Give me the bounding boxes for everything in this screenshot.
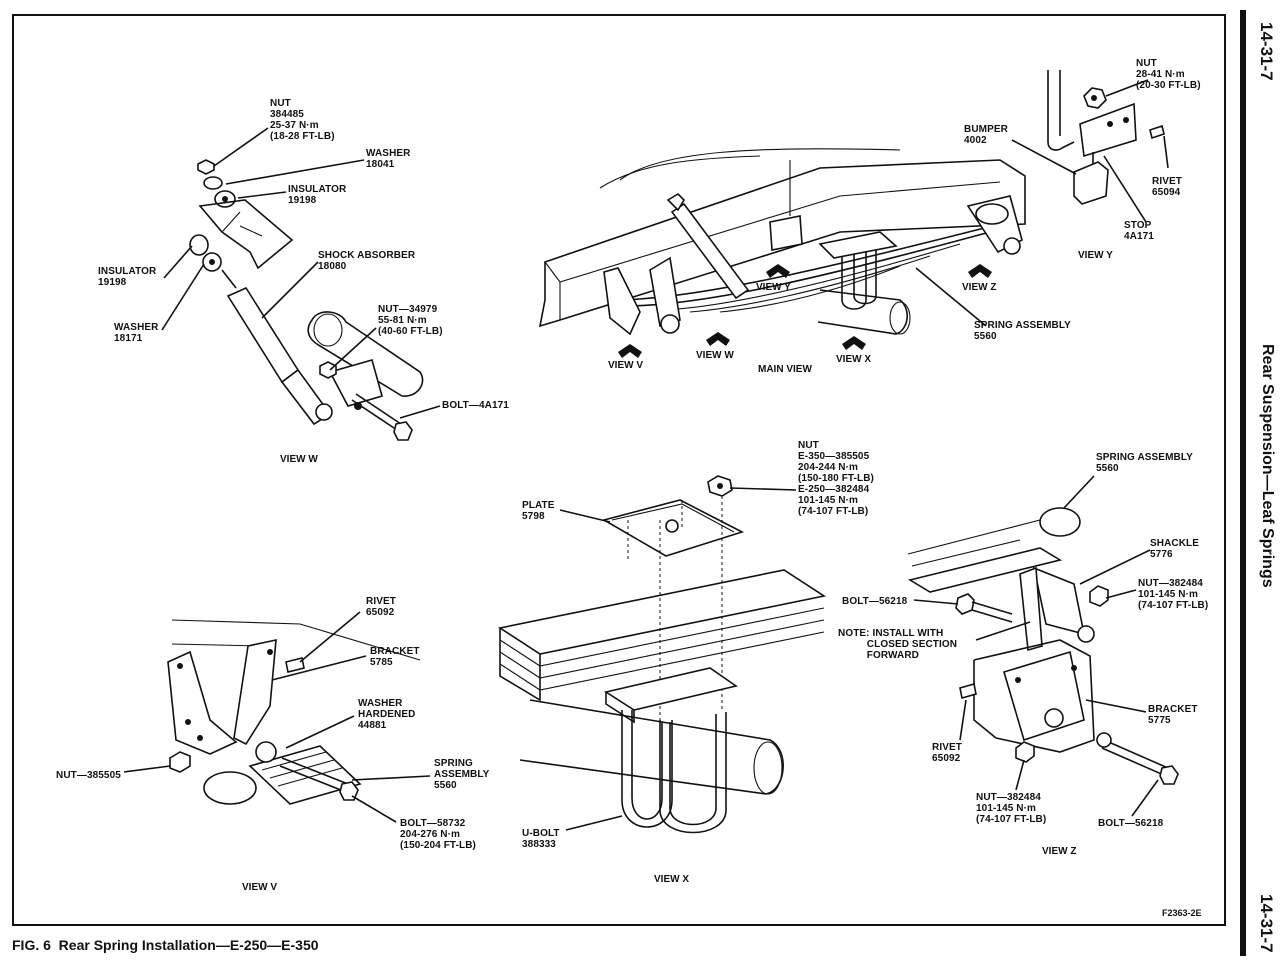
figure-frame: [12, 14, 1226, 926]
view-z-illustration: [907, 507, 1179, 785]
view-z-note-label: NOTE: INSTALL WITH CLOSED SECTION FORWAR…: [838, 628, 958, 661]
view-z-bracket-label: BRACKET 5775: [1148, 704, 1198, 726]
view-y-stop-label: STOP 4A171: [1124, 220, 1154, 242]
view-w-nut-label: NUT 384485 25-37 N·m (18-28 FT-LB): [270, 98, 335, 142]
view-w-insulator-top-label: INSULATOR 19198: [288, 184, 347, 206]
side-rule: [1240, 10, 1246, 956]
view-w-washer-left-label: WASHER 18171: [114, 322, 159, 344]
view-z-rivet-label: RIVET 65092: [932, 742, 962, 764]
main-view-w-label: VIEW W: [696, 350, 734, 361]
main-view-spring-assembly-label: SPRING ASSEMBLY 5560: [974, 320, 1071, 342]
view-w-insulator-left-label: INSULATOR 19198: [98, 266, 157, 288]
view-z-bolt-top-label: BOLT—56218: [842, 596, 908, 607]
main-view-title: MAIN VIEW: [758, 364, 812, 375]
page-number-top: 14-31-7: [1257, 22, 1276, 81]
view-v-washer-label: WASHER HARDENED 44881: [358, 698, 416, 731]
view-w-illustration: [189, 159, 424, 441]
main-view-v-label: VIEW V: [608, 360, 644, 371]
view-v-bracket-label: BRACKET 5785: [370, 646, 420, 668]
view-y-nut-label: NUT 28-41 N·m (20-30 FT-LB): [1136, 58, 1201, 91]
view-v-bolt-label: BOLT—58732 204-276 N·m (150-204 FT-LB): [400, 818, 476, 851]
view-z-nut-right-label: NUT—382484 101-145 N·m (74-107 FT-LB): [1138, 578, 1209, 611]
view-v-illustration: [167, 619, 421, 805]
view-x-illustration: [497, 475, 827, 834]
view-v-rivet-label: RIVET 65092: [366, 596, 396, 618]
view-w-title: VIEW W: [280, 454, 318, 465]
main-view-illustration: [538, 148, 1026, 358]
view-y-illustration: [1047, 70, 1165, 205]
view-w-washer-label: WASHER 18041: [366, 148, 411, 170]
figure-code: F2363-2E: [1162, 908, 1202, 918]
view-x-title: VIEW X: [654, 874, 690, 885]
section-title: Rear Suspension—Leaf Springs: [1259, 344, 1276, 588]
view-z-nut-bottom-label: NUT—382484 101-145 N·m (74-107 FT-LB): [976, 792, 1047, 825]
view-w-bolt-label: BOLT—4A171: [442, 400, 509, 411]
view-z-bolt-bottom-label: BOLT—56218: [1098, 818, 1164, 829]
view-y-title: VIEW Y: [1078, 250, 1113, 261]
view-v-title: VIEW V: [242, 882, 278, 893]
view-y-bumper-label: BUMPER 4002: [964, 124, 1008, 146]
view-y-rivet-label: RIVET 65094: [1152, 176, 1182, 198]
view-x-u-bolt-label: U-BOLT 388333: [522, 828, 560, 850]
view-v-spring-assembly-label: SPRING ASSEMBLY 5560: [434, 758, 490, 791]
view-v-nut-label: NUT—385505: [56, 770, 121, 781]
figure-caption: FIG. 6 Rear Spring Installation—E-250—E-…: [12, 937, 319, 953]
page-number-bottom: 14-31-7: [1257, 894, 1276, 953]
main-view-z-label: VIEW Z: [962, 282, 997, 293]
view-z-title: VIEW Z: [1042, 846, 1077, 857]
view-x-nut-label: NUT E-350—385505 204-244 N·m (150-180 FT…: [798, 440, 874, 517]
view-z-shackle-label: SHACKLE 5776: [1150, 538, 1200, 560]
view-z-spring-assembly-label: SPRING ASSEMBLY 5560: [1096, 452, 1193, 474]
view-w-shock-absorber-label: SHOCK ABSORBER 18080: [318, 250, 416, 272]
main-view-x-label: VIEW X: [836, 354, 872, 365]
view-w-nut-34979-label: NUT—34979 55-81 N·m (40-60 FT-LB): [378, 304, 443, 337]
leader-lines: [123, 79, 1169, 831]
view-x-plate-label: PLATE 5798: [522, 500, 555, 522]
main-view-y-label: VIEW Y: [756, 282, 791, 293]
